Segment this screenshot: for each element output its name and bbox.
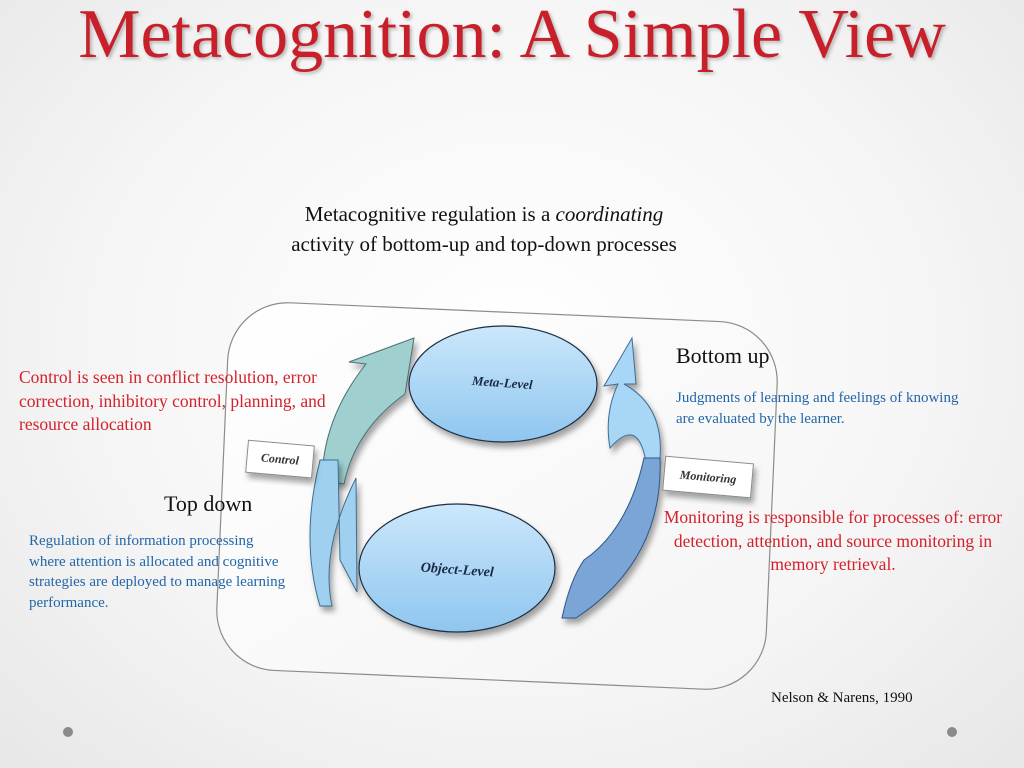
subtitle-emphasis: coordinating [555,202,664,226]
citation: Nelson & Narens, 1990 [771,690,913,706]
monitoring-tag: Monitoring [662,455,754,499]
monitoring-note: Monitoring is responsible for processes … [663,507,1003,574]
control-tag-label: Control [260,450,300,467]
monitoring-arrow-lower [561,457,661,619]
meta-level-ellipse [408,325,598,443]
control-tag: Control [245,439,315,479]
top-down-description: Regulation of information processing whe… [29,533,286,611]
bottom-up-heading: Bottom up [676,343,770,368]
subtitle-part2: activity of bottom-up and top-down proce… [291,232,677,256]
object-level-label: Object-Level [420,560,494,580]
subtitle-part1: Metacognitive regulation is a [304,202,556,226]
corner-dot-right [947,727,957,737]
bottom-up-description: Judgments of learning and feelings of kn… [676,390,959,427]
meta-level-label: Meta-Level [471,373,534,392]
bottom-up-arrow-upper [603,336,661,463]
object-level-ellipse [358,503,556,633]
slide-title: Metacognition: A Simple View [78,0,946,73]
monitoring-tag-label: Monitoring [678,467,737,486]
control-note: Control is seen in conflict resolution, … [19,367,326,434]
top-down-heading: Top down [164,491,253,516]
top-down-arrow-lower [309,459,358,607]
corner-dot-left [63,727,73,737]
slide-subtitle: Metacognitive regulation is a coordinati… [184,199,784,259]
